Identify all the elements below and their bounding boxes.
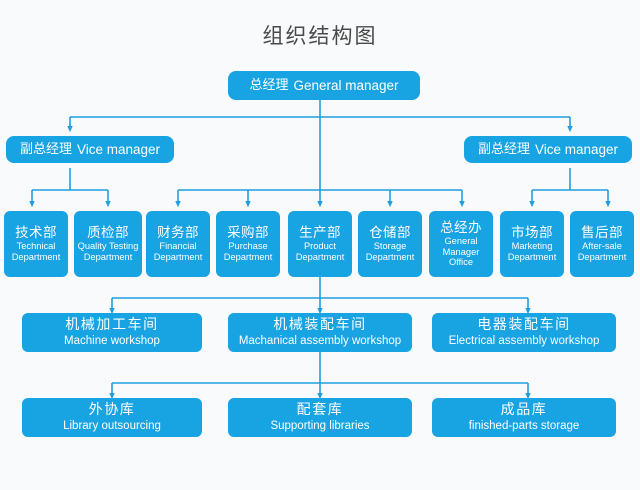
node-label-en: Financial Department	[153, 241, 203, 263]
node-label-cn: 总经理	[249, 77, 289, 93]
node-label-cn: 外协库	[88, 401, 136, 418]
node-label-cn: 电器装配车间	[477, 316, 571, 333]
node-label-en: Marketing Department	[507, 241, 557, 263]
node-department-purchase[interactable]: 采购部 Purchase Department	[216, 211, 280, 277]
node-label-en: Library outsourcing	[63, 419, 161, 432]
node-label-cn: 技术部	[15, 225, 57, 241]
node-department-quality-testing[interactable]: 质检部 Quality Testing Department	[74, 211, 142, 277]
node-label-cn: 机械加工车间	[65, 316, 159, 333]
node-department-marketing[interactable]: 市场部 Marketing Department	[500, 211, 564, 277]
node-label-cn: 采购部	[227, 225, 269, 241]
node-label-en: Machanical assembly workshop	[238, 334, 402, 347]
node-label-cn: 仓储部	[369, 225, 411, 241]
node-vice-manager-right[interactable]: 副总经理 Vice manager	[464, 136, 632, 163]
node-label-cn: 质检部	[87, 225, 129, 241]
node-workshop-electrical-assembly[interactable]: 电器装配车间 Electrical assembly workshop	[432, 313, 616, 352]
node-label-en: finished-parts storage	[468, 419, 580, 432]
node-workshop-mechanical-assembly[interactable]: 机械装配车间 Machanical assembly workshop	[228, 313, 412, 352]
node-label-cn: 副总经理	[19, 141, 72, 157]
node-vice-manager-left[interactable]: 副总经理 Vice manager	[6, 136, 174, 163]
node-label-en: Machine workshop	[64, 334, 160, 347]
node-department-product[interactable]: 生产部 Product Department	[288, 211, 352, 277]
node-department-storage[interactable]: 仓储部 Storage Department	[358, 211, 422, 277]
node-workshop-machine[interactable]: 机械加工车间 Machine workshop	[22, 313, 202, 352]
node-label-en: General Manager Office	[442, 235, 480, 268]
node-storage-supporting-libraries[interactable]: 配套库 Supporting libraries	[228, 398, 412, 437]
node-label-cn: 成品库	[500, 401, 548, 418]
node-label-en: Vice manager	[76, 141, 161, 157]
node-label-cn: 副总经理	[477, 141, 530, 157]
node-label-en: After-sale Department	[577, 241, 627, 263]
node-label-cn: 售后部	[581, 225, 623, 241]
node-label-cn: 生产部	[299, 225, 341, 241]
node-storage-finished-parts[interactable]: 成品库 finished-parts storage	[432, 398, 616, 437]
node-label-en: Electrical assembly workshop	[448, 334, 600, 347]
node-department-general-manager-office[interactable]: 总经办 General Manager Office	[429, 211, 493, 277]
node-label-cn: 市场部	[511, 225, 553, 241]
node-label-en: Supporting libraries	[270, 419, 370, 432]
node-label-en: General manager	[293, 77, 399, 93]
node-label-en: Storage Department	[365, 241, 415, 263]
node-storage-library-outsourcing[interactable]: 外协库 Library outsourcing	[22, 398, 202, 437]
node-label-cn: 机械装配车间	[273, 316, 367, 333]
node-label-cn: 总经办	[440, 219, 482, 235]
node-label-en: Technical Department	[11, 241, 61, 263]
node-department-financial[interactable]: 财务部 Financial Department	[146, 211, 210, 277]
node-label-cn: 财务部	[157, 225, 199, 241]
node-label-cn: 配套库	[296, 401, 344, 418]
node-department-after-sale[interactable]: 售后部 After-sale Department	[570, 211, 634, 277]
node-general-manager[interactable]: 总经理 General manager	[228, 71, 420, 100]
page-title: 组织结构图	[262, 25, 378, 48]
node-label-en: Product Department	[295, 241, 345, 263]
node-label-en: Vice manager	[534, 141, 619, 157]
node-label-en: Purchase Department	[223, 241, 273, 263]
node-department-technical[interactable]: 技术部 Technical Department	[4, 211, 68, 277]
node-label-en: Quality Testing Department	[77, 241, 139, 263]
